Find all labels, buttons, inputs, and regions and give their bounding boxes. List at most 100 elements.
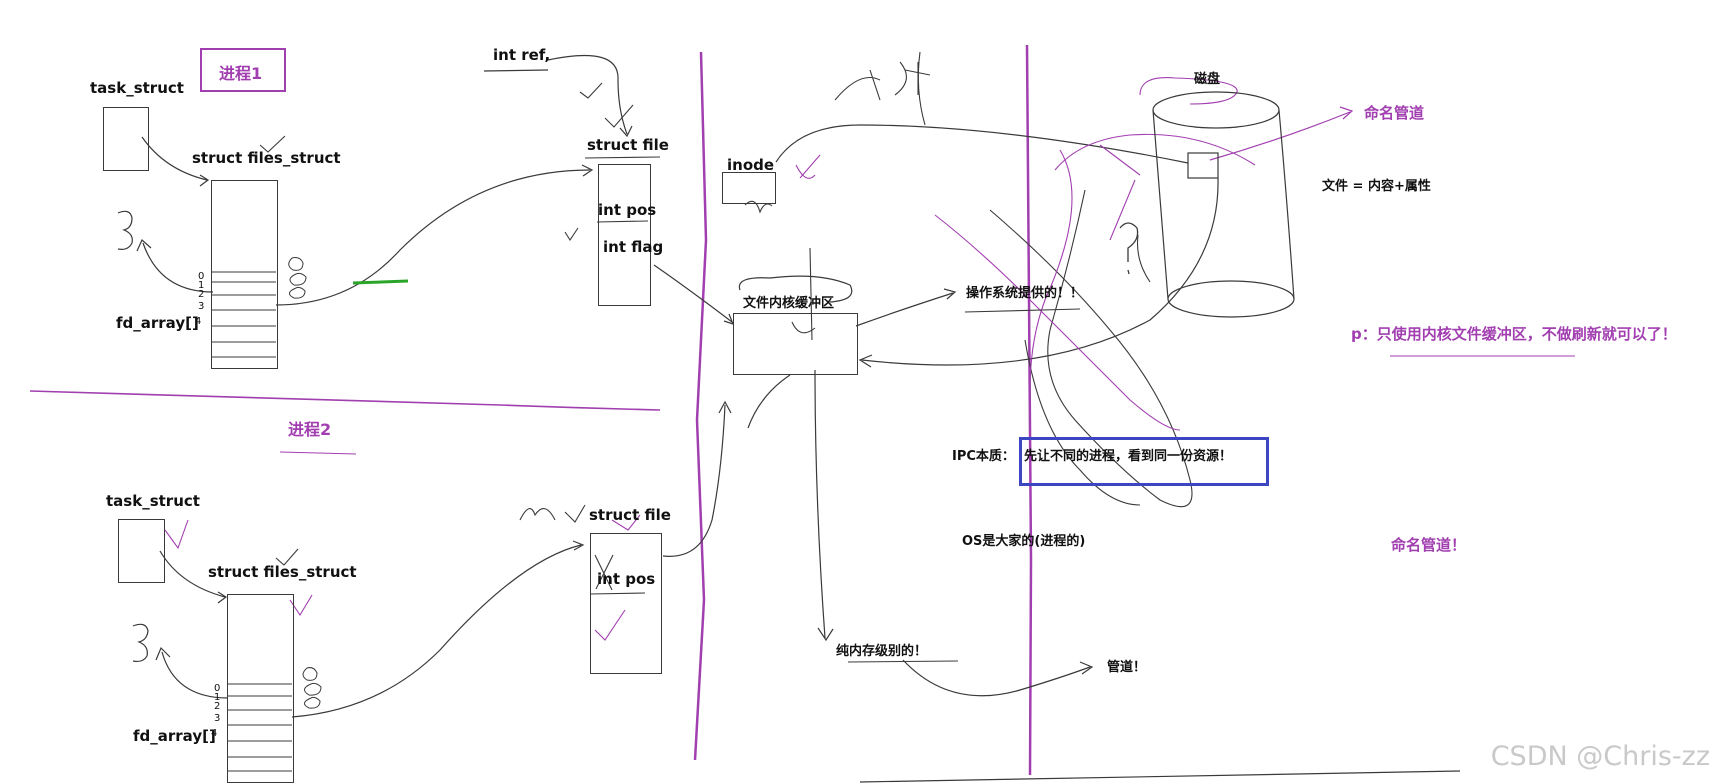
os-everyone-label: OS是大家的(进程的)	[962, 534, 1086, 549]
disk-left-side	[1152, 109, 1169, 300]
underline-file-1	[584, 156, 661, 159]
disk-label: 磁盘	[1194, 72, 1221, 87]
arrow-file-to-buffer-1	[653, 264, 733, 323]
question-mark	[1119, 222, 1139, 275]
purple-scribble-3	[1209, 111, 1351, 161]
divider-right	[1025, 44, 1033, 776]
arrow-file-to-buffer-2	[662, 404, 726, 557]
process1-fd-array-label: fd_array[]	[116, 314, 199, 332]
process2-title: 进程2	[288, 420, 332, 439]
tick-flag	[564, 227, 579, 242]
process2-task-struct-label: task_struct	[106, 492, 200, 510]
buffer-cross-2	[791, 321, 816, 334]
ovals-2	[302, 667, 322, 709]
named-pipe-label: 命名管道	[1364, 104, 1425, 122]
purple-scribble-4	[1029, 149, 1073, 391]
arrow-buffer-left	[747, 374, 791, 429]
fd-rows-1	[212, 271, 276, 358]
tick-files-1	[259, 135, 286, 153]
pipe-label: 管道！	[1107, 660, 1147, 675]
os-provided-label: 操作系统提供的！！	[966, 286, 1084, 301]
tangle-3	[1136, 234, 1151, 283]
underline-os	[964, 308, 1081, 313]
purple-check-2	[164, 519, 189, 550]
process2-fd-array-label: fd_array[]	[133, 727, 216, 745]
struct-file-box-2	[590, 533, 662, 674]
arrow-fd-back-2	[161, 651, 229, 699]
kernel-buffer-box	[733, 313, 858, 375]
process2-fd-4: 4	[211, 728, 218, 739]
arrow-ref-to-file	[547, 54, 628, 135]
task-struct-box-1	[103, 107, 149, 171]
underline-pure	[847, 660, 959, 663]
process1-fd-4: 4	[195, 316, 202, 327]
tick-file-1	[604, 104, 634, 128]
inode-tick	[744, 200, 773, 214]
named-pipe-2-label: 命名管道！	[1391, 536, 1467, 554]
green-stroke	[352, 279, 409, 285]
process1-task-struct-label: task_struct	[90, 79, 184, 97]
arrow-task-to-files-1	[141, 136, 208, 181]
process1-fd-3: 3	[198, 301, 205, 312]
pure-memory-label: 纯内存级别的！	[836, 644, 928, 659]
tangle-2	[1024, 339, 1141, 506]
process2-fd-3: 3	[214, 713, 221, 724]
fd-rows-2	[227, 683, 292, 772]
tick-p2-file-a	[519, 508, 556, 521]
ipc-boxed-label: 先让不同的进程，看到同一份资源！	[1024, 449, 1233, 464]
purple-check-5	[611, 514, 641, 531]
tick-p2-files	[275, 548, 299, 566]
files-struct-box-1	[211, 180, 278, 369]
tick-p2-file-b	[564, 504, 586, 523]
process2-struct-file-label: struct file	[589, 506, 671, 524]
process1-title: 进程1	[219, 64, 263, 83]
scribble-file-chars	[834, 61, 931, 101]
disk-bottom	[1167, 280, 1295, 318]
ipc-prefix-label: IPC本质：	[952, 449, 1015, 464]
process1-title-box	[200, 48, 286, 92]
arrow-fd-to-file-1	[275, 169, 591, 306]
process2-fd-2: 2	[214, 701, 221, 712]
arrow-pure-to-pipe	[902, 659, 1091, 697]
file-equation-label: 文件 = 内容+属性	[1322, 179, 1431, 194]
purple-scribble-5	[1099, 144, 1141, 241]
inode-box	[722, 172, 776, 204]
process-divider	[29, 390, 661, 411]
arrow-buffer-down	[814, 369, 826, 639]
process1-fd-0: 0	[198, 271, 205, 282]
underline-pos-1	[596, 220, 649, 223]
process1-field-ref: int ref,	[493, 46, 551, 64]
ref-underline	[483, 69, 549, 72]
buffer-cross-1	[809, 247, 813, 341]
process1-field-pos: int pos	[598, 201, 657, 219]
underline-title-2	[279, 451, 357, 455]
tangle-1	[989, 189, 1193, 508]
p-note-label: p：只使用内核文件缓冲区，不做刷新就可以了！	[1351, 325, 1677, 343]
purple-scribble-1	[934, 214, 1181, 431]
process1-fd-1: 1	[198, 280, 205, 291]
process2-field-pos: int pos	[597, 570, 656, 588]
underline-pos-2	[589, 592, 646, 595]
tangle-4	[917, 51, 926, 126]
tick-file-2	[579, 82, 603, 99]
process1-struct-file-label: struct file	[587, 136, 669, 154]
purple-scribble-2	[1054, 133, 1256, 171]
ipc-highlight-box	[1019, 437, 1269, 486]
purple-check-1	[795, 154, 821, 179]
process2-files-struct-label: struct files_struct	[208, 563, 357, 581]
task-struct-box-2	[118, 519, 165, 583]
purple-squiggle-6	[1139, 77, 1238, 105]
three-scribble-1	[117, 210, 133, 250]
arrow-inode-to-disk	[775, 124, 1189, 164]
struct-file-box-1	[598, 164, 651, 306]
squiggle-buffer-cloud	[738, 275, 853, 303]
watermark: CSDN @Chris-zz	[1490, 741, 1710, 772]
process1-files-struct-label: struct files_struct	[192, 149, 341, 167]
purple-check-4	[594, 609, 626, 641]
kernel-buffer-label: 文件内核缓冲区	[743, 296, 835, 311]
cross-p2-pos	[594, 554, 614, 591]
disk-right-side	[1278, 109, 1295, 300]
files-struct-box-2	[227, 594, 294, 783]
